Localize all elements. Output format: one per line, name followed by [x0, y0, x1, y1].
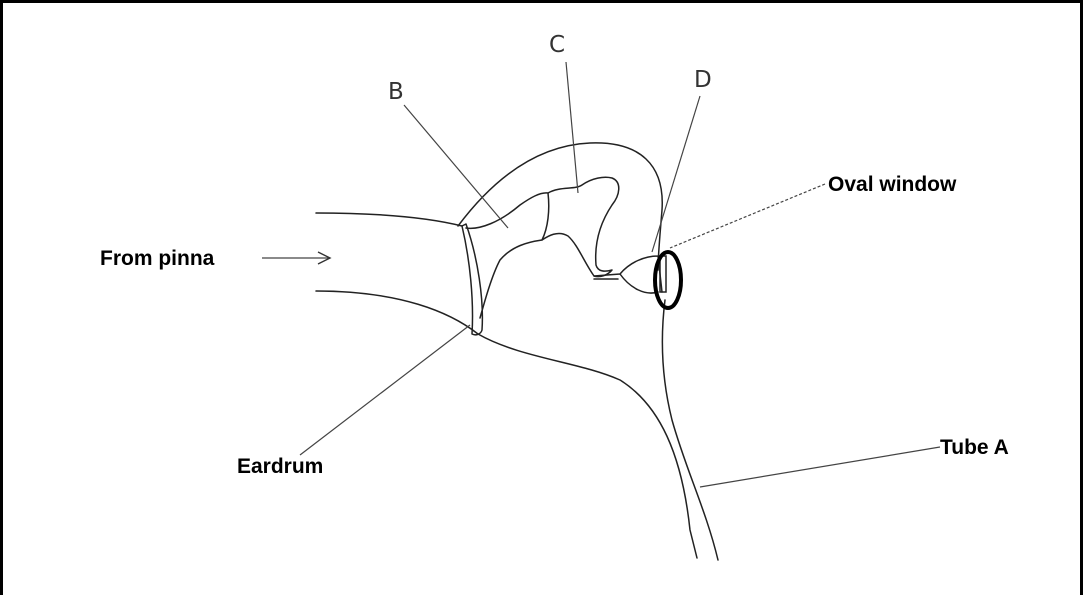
leader-d: [651, 95, 701, 253]
oval-window-highlight: [653, 250, 683, 310]
ossicle-b-hammer: [465, 192, 550, 319]
ear-canal-lower-wall: [315, 290, 698, 559]
arrow-head-icon: [317, 251, 332, 265]
tube-a-inner-wall: [661, 299, 719, 561]
middle-ear-cavity: [457, 142, 663, 271]
eardrum-membrane: [461, 223, 484, 336]
ear-canal-upper-wall: [315, 212, 463, 227]
ossicle-d-stirrup: [593, 255, 663, 294]
leader-oval-window: [669, 183, 826, 249]
label-c: C: [549, 32, 565, 58]
leader-tube-a: [699, 446, 941, 488]
label-d: D: [694, 67, 712, 93]
label-from-pinna: From pinna: [100, 247, 215, 270]
leader-eardrum: [299, 324, 471, 456]
label-oval-window: Oval window: [828, 173, 957, 196]
label-eardrum: Eardrum: [237, 455, 323, 478]
label-b: B: [388, 79, 404, 105]
ossicle-c-anvil: [541, 176, 620, 278]
leader-c: [565, 61, 579, 194]
leader-b: [403, 104, 509, 229]
label-tube-a: Tube A: [940, 436, 1009, 459]
